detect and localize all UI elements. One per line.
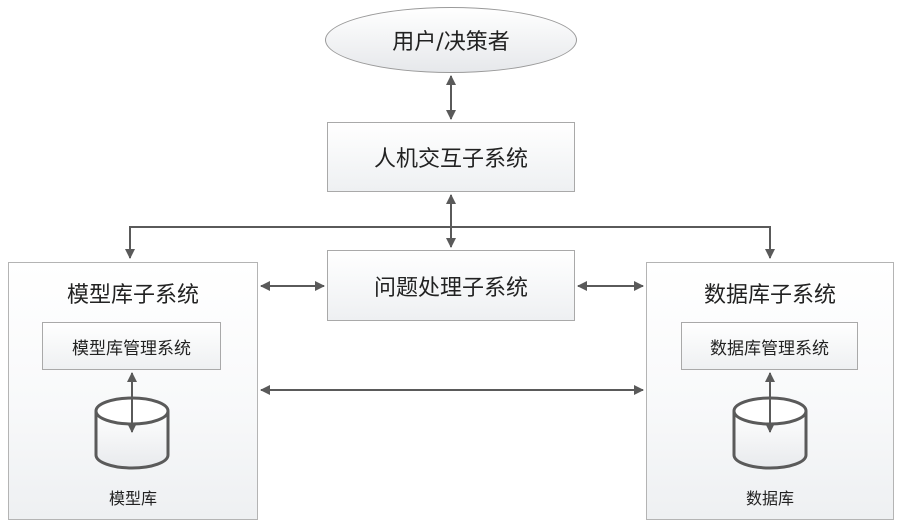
model-manager-box: 模型库管理系统 bbox=[42, 322, 221, 370]
user-label: 用户/决策者 bbox=[392, 30, 510, 55]
data-store-icon bbox=[732, 396, 808, 470]
model-store-label: 模型库 bbox=[108, 489, 157, 508]
edge-hci-model-subsystem bbox=[125, 226, 451, 259]
data-manager-box: 数据库管理系统 bbox=[681, 322, 858, 370]
hci-label: 人机交互子系统 bbox=[373, 147, 528, 172]
hci-subsystem-box: 人机交互子系统 bbox=[327, 122, 575, 192]
model-subsystem-panel: 模型库子系统 bbox=[8, 262, 258, 520]
data-subsystem-title: 数据库子系统 bbox=[703, 283, 836, 308]
user-node: 用户/决策者 bbox=[325, 7, 577, 73]
edge-hci-data-subsystem bbox=[451, 226, 775, 259]
model-manager-label: 模型库管理系统 bbox=[72, 338, 191, 359]
problem-label: 问题处理子系统 bbox=[373, 275, 528, 301]
data-store-label: 数据库 bbox=[745, 489, 794, 508]
data-manager-label: 数据库管理系统 bbox=[710, 338, 829, 359]
problem-subsystem-box: 问题处理子系统 bbox=[327, 250, 575, 321]
model-subsystem-title: 模型库子系统 bbox=[66, 283, 199, 308]
